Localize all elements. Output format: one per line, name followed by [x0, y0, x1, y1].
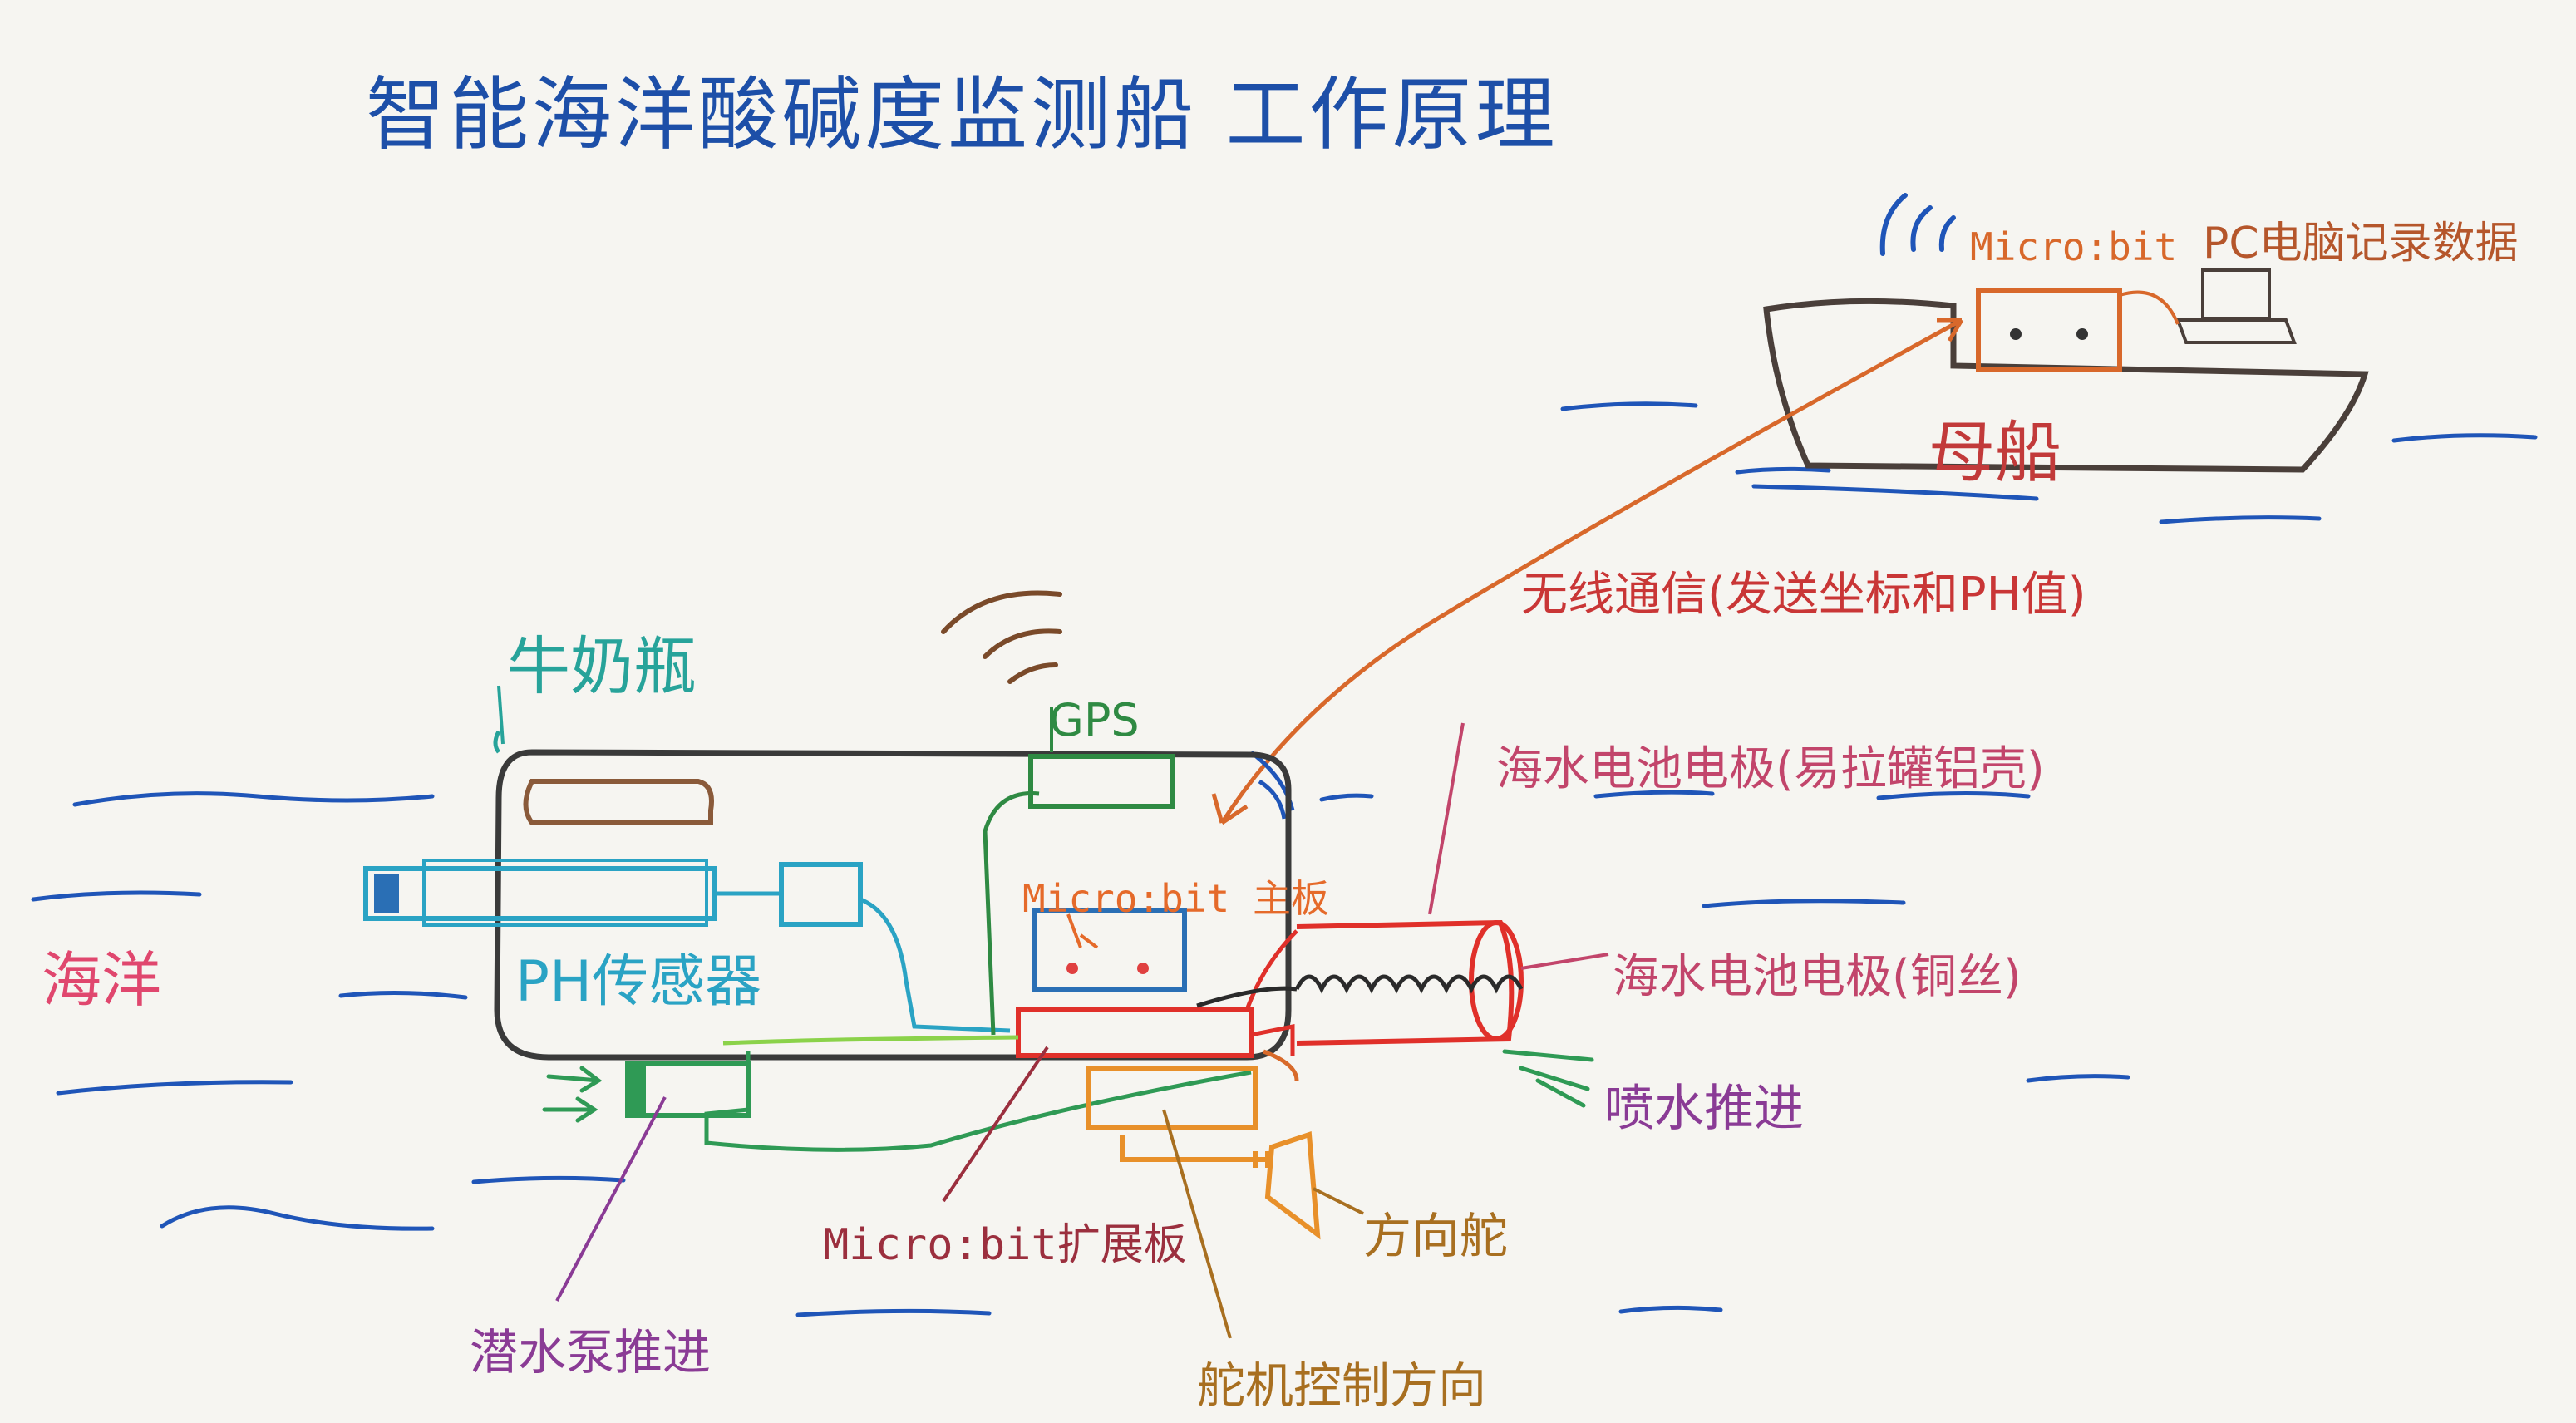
ocean-label: 海洋	[42, 945, 162, 1015]
ocean-waves	[31, 401, 2538, 1317]
expansion-board	[1016, 1007, 1254, 1058]
mother-ship	[1763, 268, 2369, 473]
ph-sensor	[363, 859, 1011, 1033]
wireless-label: 无线通信(发送坐标和PH值)	[1521, 568, 2086, 622]
milk-bottle-label: 牛奶瓶	[507, 629, 697, 703]
gps-label: GPS	[1049, 694, 1140, 746]
expansion-board-label: Micro:bit扩展板	[823, 1220, 1187, 1270]
ph-sensor-label: PH传感器	[515, 949, 762, 1015]
servo-rudder	[1086, 1066, 1321, 1240]
electrode-cu-label: 海水电池电极(铜丝)	[1613, 950, 2022, 1004]
gps-signal-icon	[941, 590, 1062, 684]
laptop-icon	[2201, 268, 2271, 320]
diagram-title: 智能海洋酸碱度监测船 工作原理	[366, 68, 1559, 161]
microbit-main-label: Micro:bit 主板	[1022, 876, 1329, 921]
mother-signal-icon	[1879, 193, 1956, 256]
dive-pump	[625, 1061, 751, 1118]
microbit-mother-box	[1976, 288, 2122, 372]
milk-bottle-body	[494, 749, 1292, 1061]
wiring	[704, 929, 1299, 1152]
gps-module	[1028, 754, 1175, 809]
copper-electrode	[1196, 974, 1524, 1008]
servo-label: 舵机控制方向	[1197, 1357, 1487, 1414]
pointer-lines	[497, 685, 1609, 1339]
microbit-main-board	[1032, 908, 1187, 992]
jet-arrows-icon	[542, 1049, 1594, 1123]
aluminum-electrode	[1296, 919, 1524, 1046]
rudder-label: 方向舵	[1363, 1208, 1509, 1264]
jet-propulsion-label: 喷水推进	[1604, 1080, 1804, 1138]
dive-pump-label: 潜水泵推进	[470, 1324, 712, 1381]
electrode-al-label: 海水电池电极(易拉罐铝壳)	[1496, 742, 2045, 796]
microbit-mother-label: Micro:bit	[1970, 224, 2178, 269]
bottle-cap	[523, 779, 714, 825]
wireless-link	[1211, 318, 1964, 825]
mother-ship-label: 母船	[1928, 414, 2061, 491]
pc-record-label: PC电脑记录数据	[2203, 219, 2519, 268]
